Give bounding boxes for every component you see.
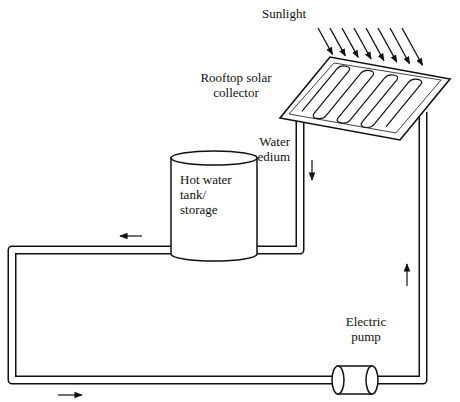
part-label: Rooftop solar collector bbox=[188, 70, 284, 100]
solar-collector bbox=[280, 57, 450, 140]
part-label: Electric pump bbox=[336, 314, 396, 344]
part-label: Sunlight bbox=[262, 6, 342, 21]
electric-pump bbox=[332, 366, 378, 394]
tank-label: Hot water tank/ storage bbox=[180, 150, 246, 217]
storage-tank: Hot water tank/ storage bbox=[170, 150, 258, 262]
pipes bbox=[12, 112, 423, 380]
